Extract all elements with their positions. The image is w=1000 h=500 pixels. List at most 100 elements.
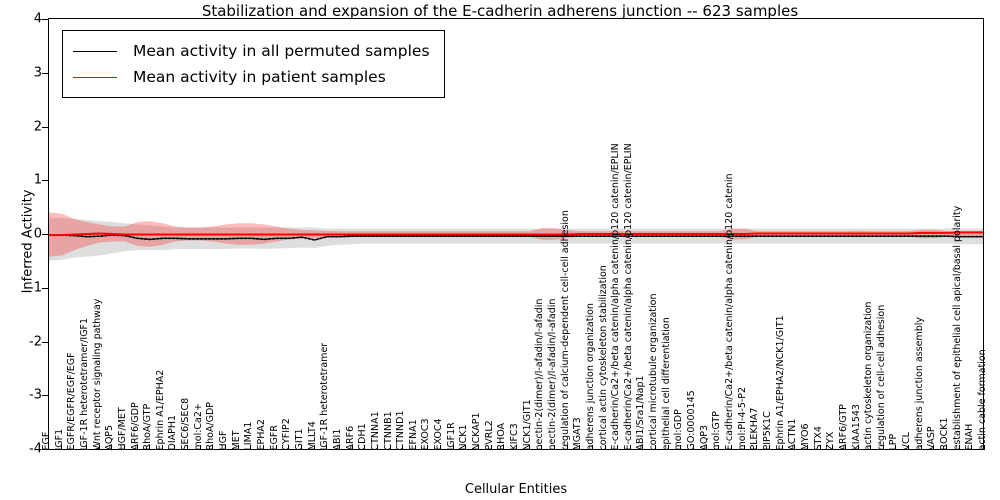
- x-tick-mark: [465, 445, 467, 450]
- x-tick-mark: [933, 445, 935, 450]
- x-tick-mark: [516, 445, 517, 450]
- x-tick-label: DIAPH1: [167, 414, 179, 450]
- x-tick-label: actin cable formation: [976, 348, 988, 450]
- x-tick-mark: [895, 445, 897, 450]
- x-tick-mark: [832, 445, 834, 450]
- legend-swatch-0: [73, 50, 117, 52]
- x-tick-label: ARF6: [344, 425, 356, 450]
- x-tick-mark: [743, 445, 745, 450]
- x-tick-mark: [123, 445, 125, 450]
- x-tick-mark: [908, 445, 910, 450]
- x-tick-label: PIP5K1C: [761, 410, 773, 450]
- x-tick-label: CTNNB1: [382, 410, 394, 450]
- x-tick-label: RhoA/GDP: [205, 401, 217, 450]
- x-tick-mark: [212, 445, 214, 450]
- x-tick-mark: [984, 445, 985, 450]
- x-tick-label: VASP: [926, 425, 938, 450]
- x-tick-label: IGF1R: [445, 421, 457, 450]
- x-tick-label: mol:GDP: [673, 408, 685, 450]
- x-tick-label: nectin-2(dimer)/l-afadin/l-afadin: [534, 298, 546, 450]
- x-tick-label: HGF: [217, 430, 229, 450]
- y-tick-mark: [42, 395, 48, 397]
- y-tick-mark: [42, 234, 48, 235]
- x-tick-mark: [768, 445, 770, 450]
- x-tick-mark: [73, 445, 75, 450]
- data-layer: [49, 212, 983, 261]
- x-tick-mark: [591, 445, 593, 450]
- x-tick-mark: [819, 445, 821, 450]
- x-axis-label: Cellular Entities: [464, 482, 568, 497]
- x-tick-label: LIMA1: [243, 421, 255, 450]
- x-tick-label: Ephrin A1/EPHA2: [154, 369, 166, 450]
- x-tick-mark: [655, 445, 657, 450]
- x-tick-mark: [111, 445, 113, 450]
- x-tick-label: mol:GTP: [711, 410, 723, 450]
- y-tick-label: 2: [33, 119, 42, 134]
- x-tick-mark: [263, 445, 265, 450]
- y-tick-mark: [42, 72, 48, 74]
- x-tick-label: mol:Ca2+: [192, 402, 204, 450]
- x-tick-mark: [490, 445, 492, 450]
- x-tick-mark: [617, 445, 619, 450]
- x-tick-mark: [604, 445, 606, 450]
- x-tick-label: actin cytoskeleton organization: [863, 301, 875, 450]
- y-tick-mark: [42, 19, 48, 20]
- x-tick-label: KIFC3: [508, 422, 520, 450]
- x-tick-label: VCL: [900, 431, 912, 450]
- x-tick-label: CYFIP2: [281, 417, 293, 450]
- x-tick-mark: [376, 445, 378, 450]
- x-tick-label: GO:0000145: [685, 389, 697, 450]
- y-tick-mark: [42, 341, 48, 343]
- x-tick-mark: [98, 445, 100, 450]
- x-tick-mark: [478, 445, 480, 450]
- x-tick-mark: [338, 445, 340, 450]
- legend-swatch-1: [73, 76, 117, 78]
- x-tick-label: STX4: [812, 425, 824, 450]
- x-tick-label: EXOC3: [420, 417, 432, 450]
- x-tick-label: establishment of epithelial cell apical/…: [951, 205, 963, 450]
- x-tick-label: IGF-1R heterotetramer: [319, 342, 331, 450]
- x-tick-mark: [149, 445, 151, 450]
- x-tick-mark: [756, 445, 758, 450]
- x-tick-label: cortical microtubule organization: [648, 292, 660, 450]
- x-tick-mark: [680, 445, 682, 450]
- y-tick-label: 0: [33, 226, 42, 242]
- x-tick-label: ZYX: [825, 431, 837, 450]
- x-tick-mark: [440, 445, 442, 450]
- x-tick-label: cortical actin cytoskeleton stabilizatio…: [597, 264, 609, 450]
- x-tick-mark: [300, 445, 302, 450]
- y-tick-label: -1: [29, 280, 42, 296]
- x-tick-mark: [326, 445, 328, 450]
- legend-label-1: Mean activity in patient samples: [133, 68, 386, 86]
- x-tick-mark: [237, 445, 239, 450]
- y-tick-label: 4: [33, 11, 42, 27]
- series-line-1: [49, 231, 983, 237]
- x-tick-label: NCK1/GIT1: [521, 398, 533, 450]
- x-tick-mark: [693, 445, 695, 450]
- x-tick-mark: [161, 445, 163, 450]
- x-tick-mark: [503, 445, 505, 450]
- x-tick-label: IGF-1R heterotetramer/IGF1: [78, 317, 90, 450]
- x-tick-mark: [364, 445, 366, 450]
- y-tick-mark: [42, 126, 48, 128]
- x-tick-label: regulation of cell-cell adhesion: [875, 304, 887, 450]
- x-tick-label: adherens junction assembly: [913, 316, 925, 450]
- x-tick-label: ARF6/GDP: [129, 401, 141, 450]
- x-tick-mark: [187, 445, 189, 450]
- x-tick-label: ABI1/Sra1/Nap1: [635, 374, 647, 450]
- x-tick-label: RHOA: [496, 422, 508, 450]
- x-tick-mark: [870, 445, 872, 450]
- y-tick-mark: [42, 180, 48, 182]
- x-tick-mark: [414, 445, 416, 450]
- x-tick-label: PLEKHA7: [749, 407, 761, 450]
- y-tick-mark: [42, 449, 48, 450]
- x-tick-mark: [427, 445, 429, 450]
- legend-label-0: Mean activity in all permuted samples: [133, 42, 430, 60]
- x-tick-mark: [288, 445, 290, 450]
- x-tick-mark: [174, 445, 176, 450]
- x-tick-mark: [857, 445, 859, 450]
- x-tick-label: CTNNA1: [369, 410, 381, 450]
- x-tick-mark: [781, 445, 783, 450]
